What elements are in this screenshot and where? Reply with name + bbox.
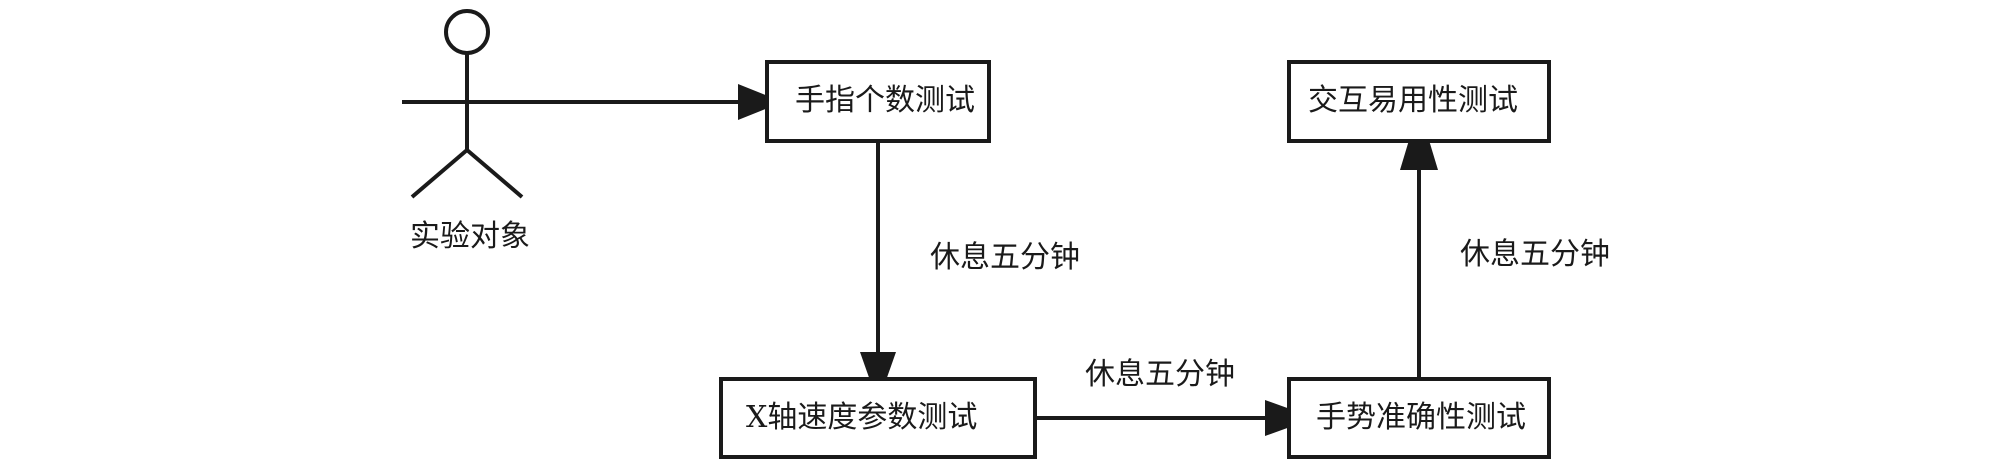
actor-label: 实验对象 bbox=[410, 219, 530, 254]
node-usability-label: 交互易用性测试 bbox=[1308, 83, 1518, 118]
edge-gesture-to-usability-label: 休息五分钟 bbox=[1460, 237, 1610, 272]
actor-head bbox=[444, 9, 490, 55]
edge-finger-to-x-label: 休息五分钟 bbox=[930, 240, 1080, 275]
edge-x-to-gesture-label: 休息五分钟 bbox=[1085, 357, 1235, 392]
node-x-axis-speed bbox=[719, 377, 1037, 459]
actor-right-leg bbox=[465, 148, 524, 199]
node-usability bbox=[1287, 60, 1551, 143]
node-finger-count bbox=[765, 60, 991, 143]
arrow-finger-to-x bbox=[860, 141, 896, 403]
node-finger-count-label: 手指个数测试 bbox=[795, 83, 975, 118]
actor-left-leg bbox=[410, 148, 469, 199]
node-gesture-accuracy-label: 手势准确性测试 bbox=[1316, 400, 1526, 435]
arrow-actor-to-finger bbox=[402, 84, 783, 120]
arrow-x-to-gesture bbox=[1035, 400, 1315, 436]
arrow-gesture-to-usability bbox=[1400, 107, 1438, 379]
node-x-axis-speed-label: X轴速度参数测试 bbox=[746, 400, 978, 435]
